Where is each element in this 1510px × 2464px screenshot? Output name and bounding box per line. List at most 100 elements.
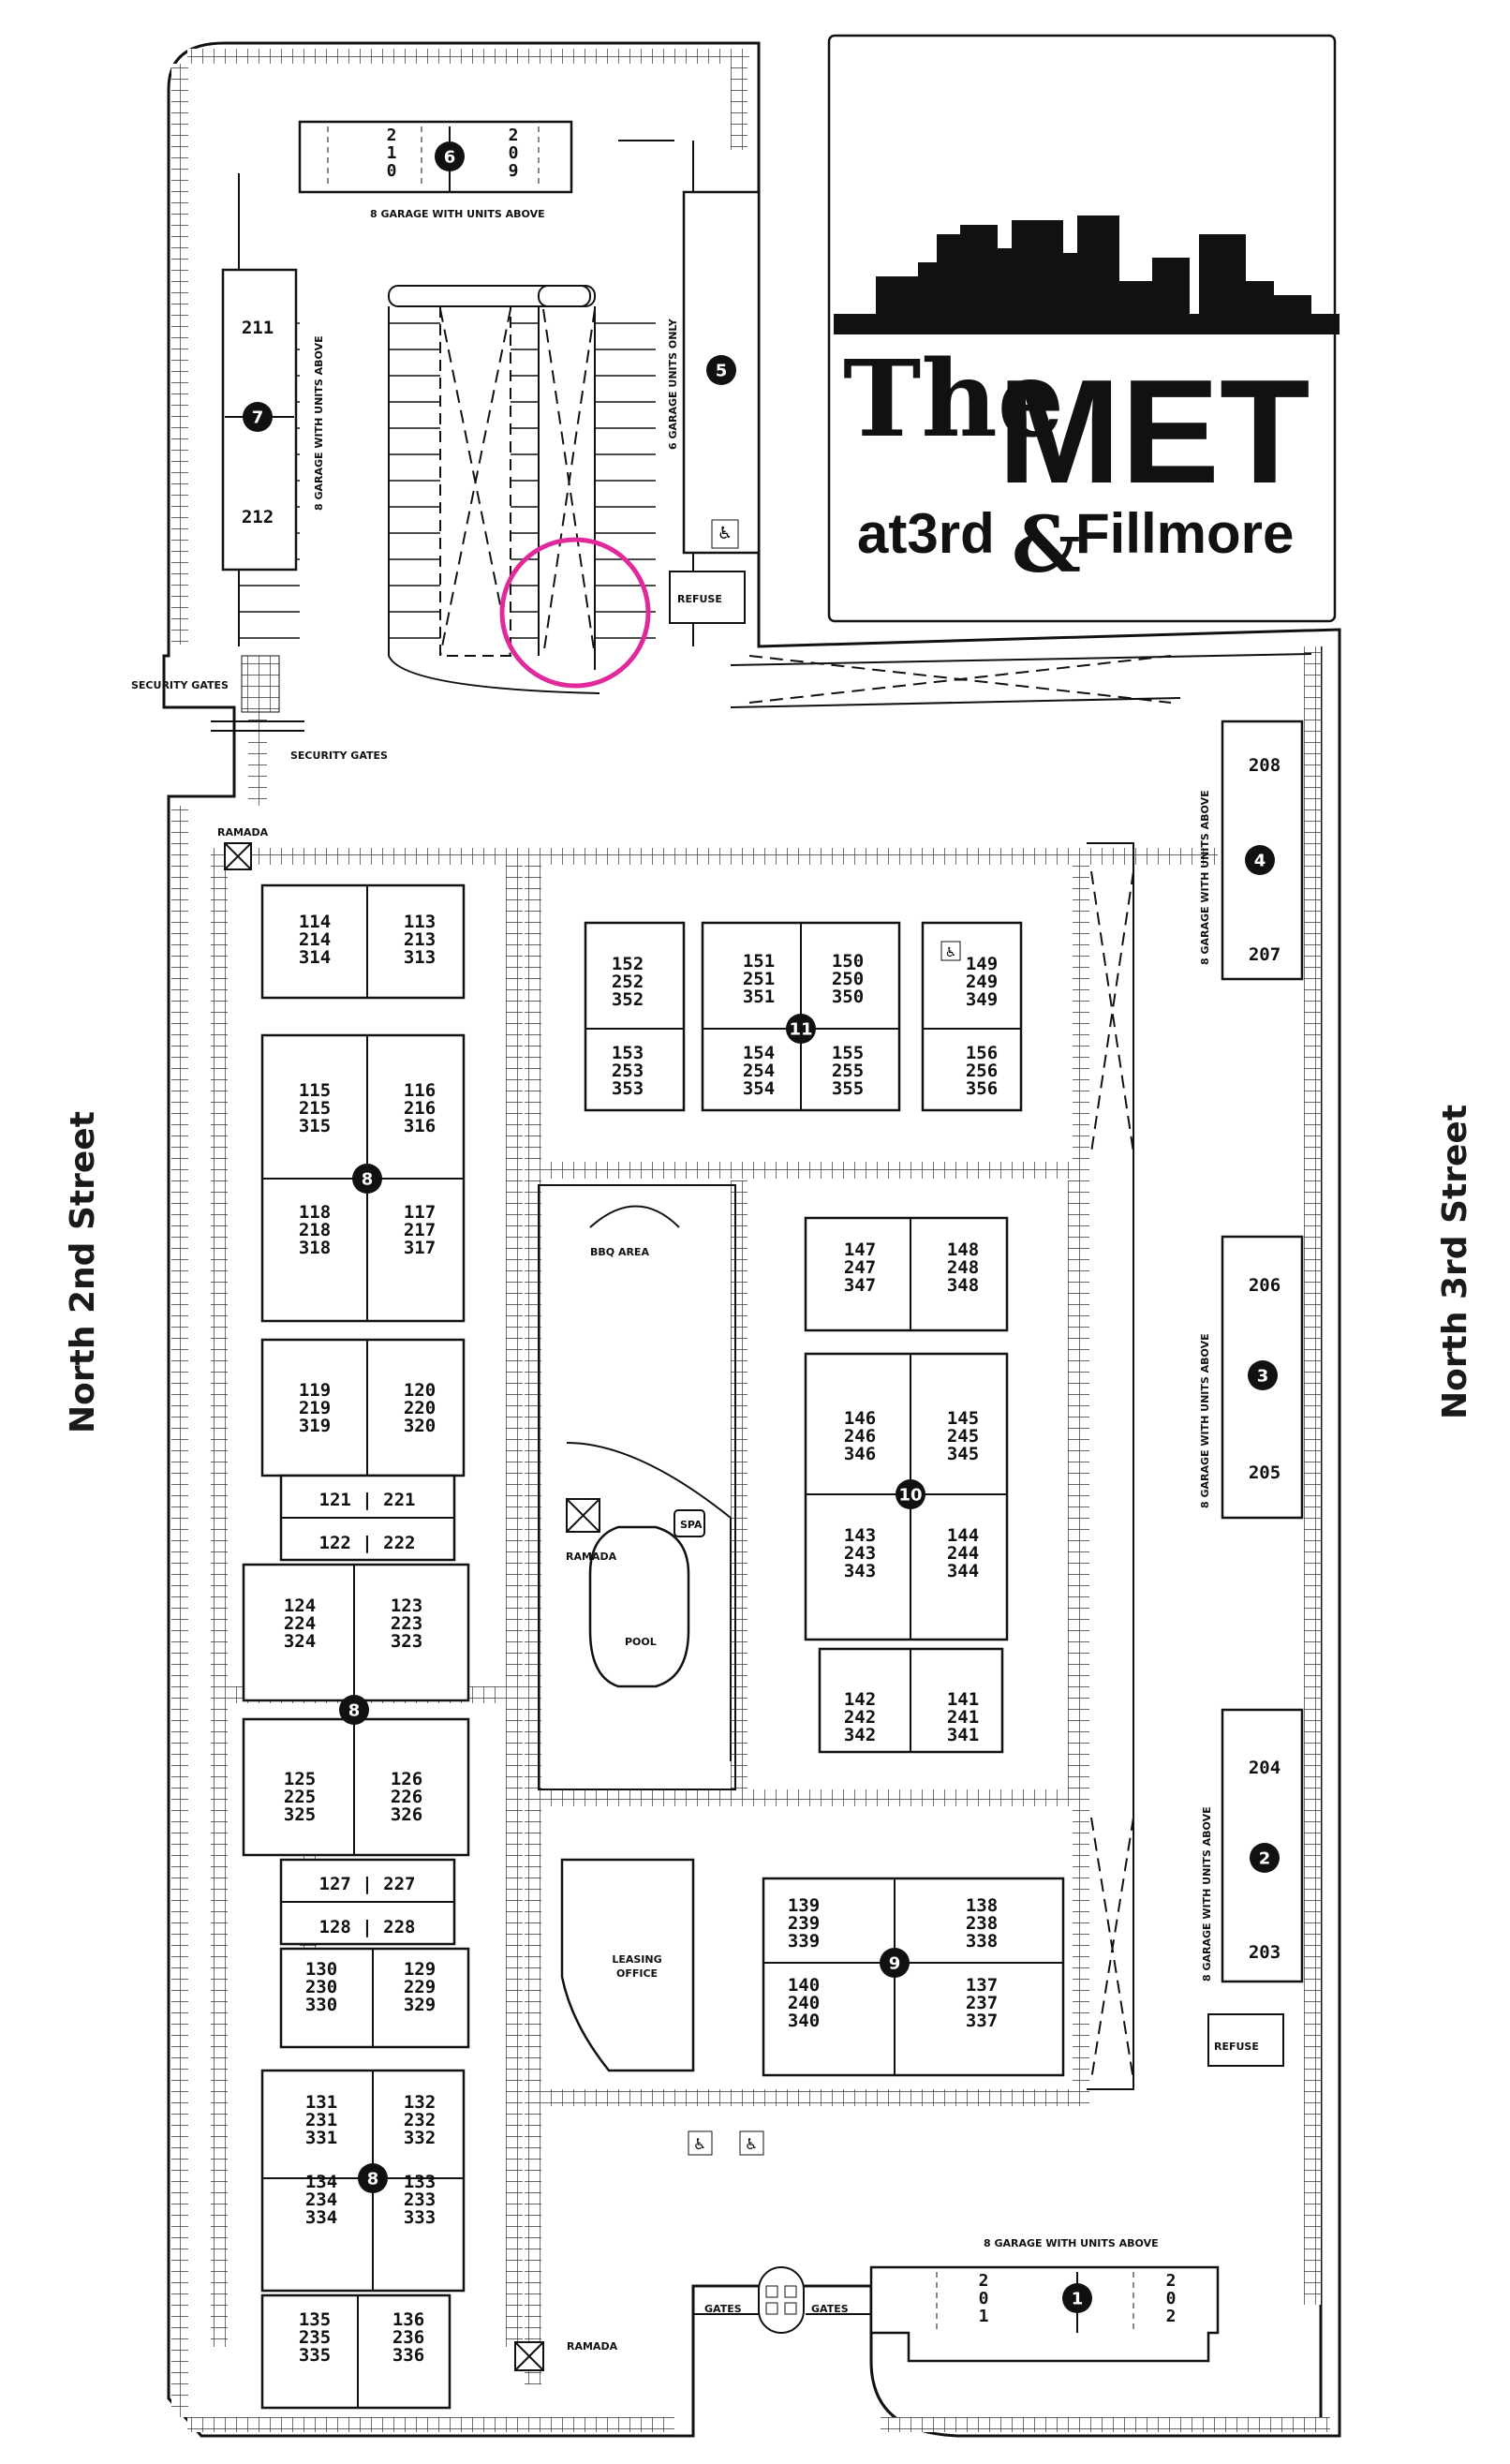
ramada-label-south: RAMADA — [567, 2340, 618, 2353]
garage-unit-211: 211 — [242, 318, 274, 338]
building-10-number: 10 — [898, 1486, 922, 1506]
garage-note-b5: 6 GARAGE UNITS ONLY — [667, 318, 679, 450]
building-10-marker — [896, 1479, 925, 1509]
garage-note-b6: 8 GARAGE WITH UNITS ABOVE — [370, 208, 545, 220]
building-7-marker — [243, 402, 273, 432]
building-9-marker — [880, 1948, 910, 1978]
garage-unit-204: 204 — [1249, 1758, 1281, 1778]
unit-122: 122 | 222 — [319, 1533, 416, 1553]
garage-building-7: 211 212 7 8 GARAGE WITH UNITS ABOVE — [221, 268, 325, 571]
garage-unit-212: 212 — [242, 507, 274, 527]
building-2-marker — [1250, 1843, 1280, 1873]
security-gates-label-1: SECURITY GATES — [131, 679, 229, 691]
building-8-number-middle: 8 — [348, 1701, 361, 1721]
unit-128: 128 | 228 — [319, 1917, 416, 1937]
gates-label-1: GATES — [704, 2303, 742, 2315]
building-8-marker-south — [358, 2163, 388, 2193]
building-9-number: 9 — [889, 1954, 901, 1974]
logo: The MET at3rd & Fillmore — [827, 34, 1340, 623]
accessible-icon-south-1: ♿ — [693, 2135, 706, 2153]
building-1-number: 1 — [1072, 2290, 1084, 2309]
garage-note-b2: 8 GARAGE WITH UNITS ABOVE — [1201, 1806, 1213, 1982]
ramada-northwest: RAMADA — [217, 826, 269, 870]
spa-label: SPA — [680, 1519, 703, 1531]
ramada-label-northwest: RAMADA — [217, 826, 269, 839]
garage-unit-207: 207 — [1249, 944, 1281, 965]
pool-label: POOL — [625, 1636, 657, 1648]
garage-unit-208: 208 — [1249, 755, 1281, 776]
garage-note-b7: 8 GARAGE WITH UNITS ABOVE — [313, 335, 325, 511]
garage-building-2: 204 203 2 8 GARAGE WITH UNITS ABOVE REFU… — [1201, 1708, 1304, 2067]
building-2-number: 2 — [1259, 1849, 1271, 1869]
unit-121: 121 | 221 — [319, 1490, 416, 1510]
building-11-number: 11 — [789, 1020, 812, 1040]
north-parking-lot — [238, 140, 694, 694]
garage-building-5: ♿ 5 6 GARAGE UNITS ONLY REFUSE — [667, 190, 761, 624]
accessible-icon-south-2: ♿ — [745, 2135, 758, 2153]
building-3-number: 3 — [1257, 1367, 1269, 1387]
building-5-number: 5 — [716, 362, 728, 381]
logo-met: MET — [998, 349, 1310, 514]
garage-building-4: 208 207 4 8 GARAGE WITH UNITS ABOVE — [1199, 720, 1304, 981]
building-11-marker — [786, 1014, 816, 1044]
highlight-circle — [499, 537, 651, 689]
west-building-markers: 8 8 8 — [339, 1164, 388, 2193]
building-8-number-north: 8 — [362, 1170, 374, 1190]
building-5-marker — [706, 355, 736, 385]
garage-unit-203: 203 — [1249, 1942, 1281, 1963]
unit-127: 127 | 227 — [319, 1874, 416, 1894]
garage-unit-206: 206 — [1249, 1275, 1281, 1296]
street-north-2nd: North 2nd Street — [64, 1111, 102, 1433]
gates-label-2: GATES — [811, 2303, 849, 2315]
logo-the: The — [843, 338, 1064, 461]
leasing-office-label-2: OFFICE — [616, 1967, 658, 1980]
building-1-marker — [1062, 2283, 1092, 2313]
leasing-office-label-1: LEASING — [612, 1953, 661, 1966]
courtyard — [538, 1184, 736, 2072]
west-building-dividers — [262, 885, 464, 2408]
building-8-number-south: 8 — [367, 2170, 379, 2189]
ramada-label-pool: RAMADA — [566, 1551, 617, 1563]
garage-unit-205: 205 — [1249, 1462, 1281, 1483]
street-north-3rd: North 3rd Street — [1436, 1105, 1474, 1419]
ramada-south: RAMADA — [514, 2340, 618, 2371]
building-4-number: 4 — [1254, 852, 1266, 871]
parking-stripes — [239, 322, 656, 639]
building-4-marker — [1245, 845, 1275, 875]
garage-note-b3: 8 GARAGE WITH UNITS ABOVE — [1199, 1333, 1211, 1508]
refuse-label-east: REFUSE — [1214, 2041, 1259, 2053]
